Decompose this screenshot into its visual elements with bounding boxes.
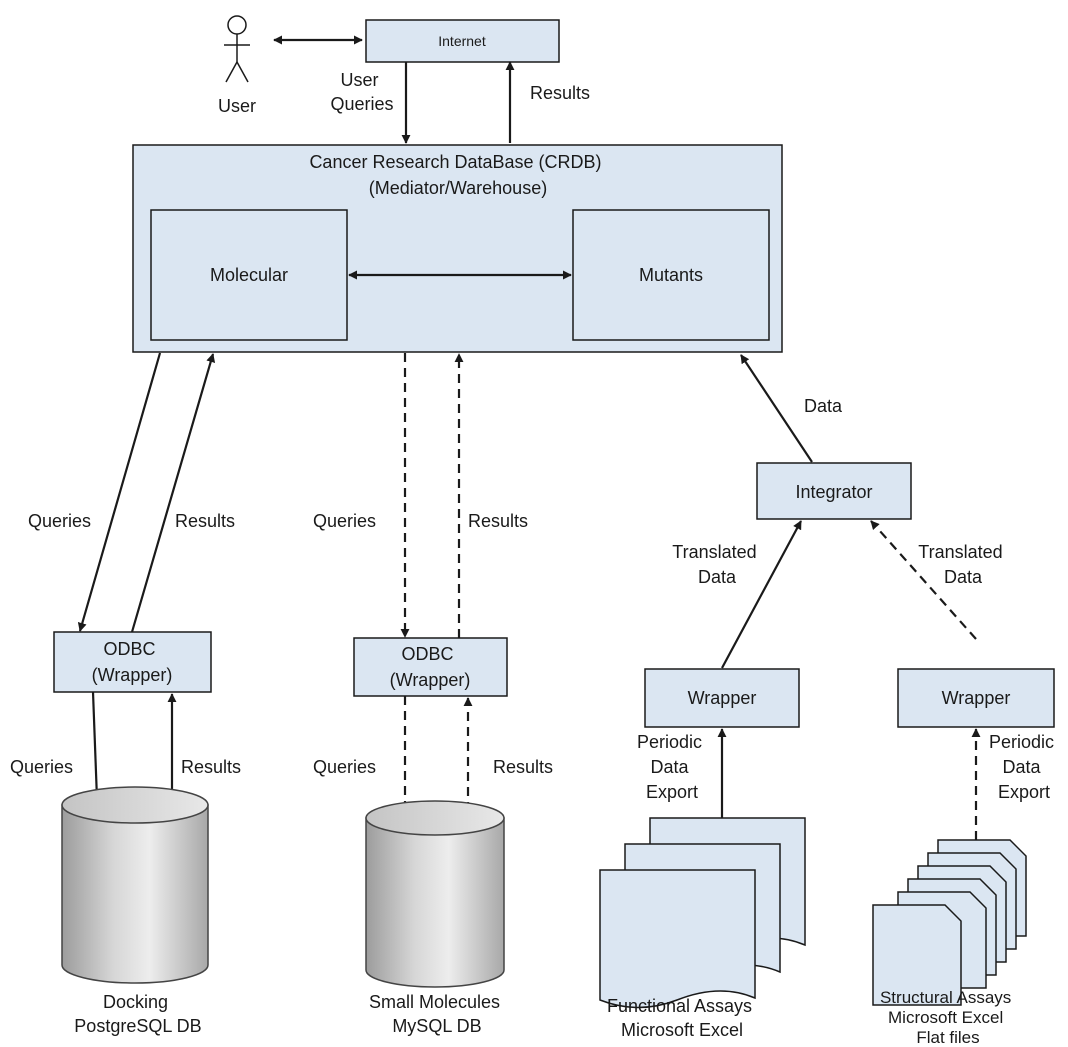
molecular-box <box>150 209 348 341</box>
middle-queries-label: Queries <box>313 511 376 531</box>
docking-db-label: Docking PostgreSQL DB <box>74 992 201 1036</box>
middle-odbc-label: ODBC (Wrapper) <box>390 644 471 690</box>
molecular-label: Molecular <box>210 265 288 285</box>
small-molecules-db-cylinder-icon <box>365 800 505 988</box>
internet-box <box>365 19 560 63</box>
middle-results-label: Results <box>468 511 528 531</box>
wrapper-right-label: Wrapper <box>942 688 1011 708</box>
wrapper-left-label: Wrapper <box>688 688 757 708</box>
translated-right-label: Translated Data <box>918 542 1007 587</box>
functional-assays-label: Functional Assays Microsoft Excel <box>607 996 757 1040</box>
left-lower-queries-label: Queries <box>10 757 73 777</box>
middle-lower-queries-label: Queries <box>313 757 376 777</box>
left-odbc-box <box>53 631 212 693</box>
mutants-box <box>572 209 770 341</box>
structural-assays-label: Structural Assays Microsoft Excel Flat f… <box>880 988 1016 1047</box>
left-queries-arrow <box>77 352 162 632</box>
translated-left-arrow <box>721 520 802 669</box>
translated-right-arrow <box>870 520 977 640</box>
structural-assays-files-icon <box>872 839 1027 1006</box>
data-arrow <box>740 354 813 463</box>
left-lower-results-label: Results <box>181 757 241 777</box>
wrapper-right-box <box>897 668 1055 728</box>
export-left-label: Periodic Data Export <box>637 732 707 802</box>
user-queries-label: User Queries <box>330 70 393 114</box>
translated-left-label: Translated Data <box>672 542 761 587</box>
crdb-title: Cancer Research DataBase (CRDB) (Mediato… <box>309 152 606 198</box>
integrator-label: Integrator <box>795 482 872 502</box>
small-molecules-db-label: Small Molecules MySQL DB <box>369 992 505 1036</box>
integrator-box <box>756 462 912 520</box>
functional-assays-documents-icon <box>599 817 806 1009</box>
mutants-label: Mutants <box>639 265 703 285</box>
middle-lower-results-label: Results <box>493 757 553 777</box>
export-right-label: Periodic Data Export <box>989 732 1059 802</box>
left-odbc-label: ODBC (Wrapper) <box>92 639 173 685</box>
user-icon <box>224 15 250 83</box>
wrapper-left-box <box>644 668 800 728</box>
left-results-arrow <box>130 353 216 633</box>
user-label: User <box>218 96 256 116</box>
data-label: Data <box>804 396 843 416</box>
middle-odbc-box <box>353 637 508 697</box>
results-top-label: Results <box>530 83 590 103</box>
docking-db-cylinder-icon <box>61 786 209 984</box>
left-results-label: Results <box>175 511 235 531</box>
left-queries-label: Queries <box>28 511 91 531</box>
internet-label: Internet <box>438 33 486 49</box>
